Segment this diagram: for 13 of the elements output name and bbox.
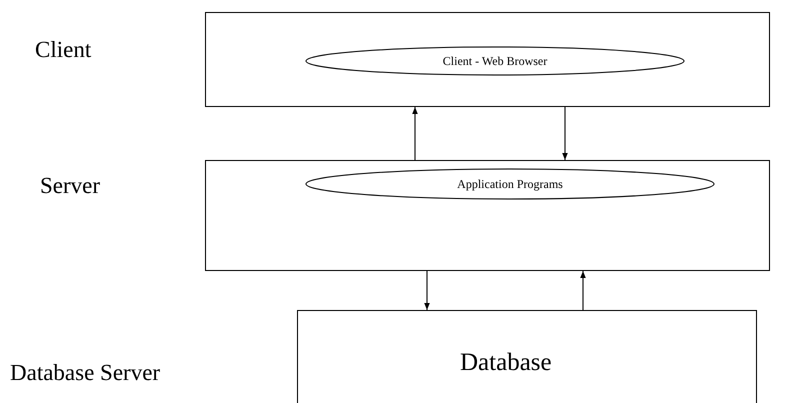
arrow bbox=[424, 270, 430, 310]
arrow bbox=[412, 106, 418, 160]
tier-box bbox=[297, 310, 757, 403]
tier-heading: Server bbox=[40, 173, 100, 199]
tier-box bbox=[205, 12, 770, 107]
ellipse-label: Client - Web Browser bbox=[442, 54, 548, 68]
arrow bbox=[580, 270, 586, 310]
arrow bbox=[562, 106, 568, 160]
tier-heading: Client bbox=[35, 37, 92, 63]
tier-heading: Database Server bbox=[10, 360, 160, 386]
tier-box bbox=[205, 160, 770, 271]
ellipse-label: Application Programs bbox=[457, 176, 563, 192]
box-label: Database bbox=[460, 349, 552, 377]
